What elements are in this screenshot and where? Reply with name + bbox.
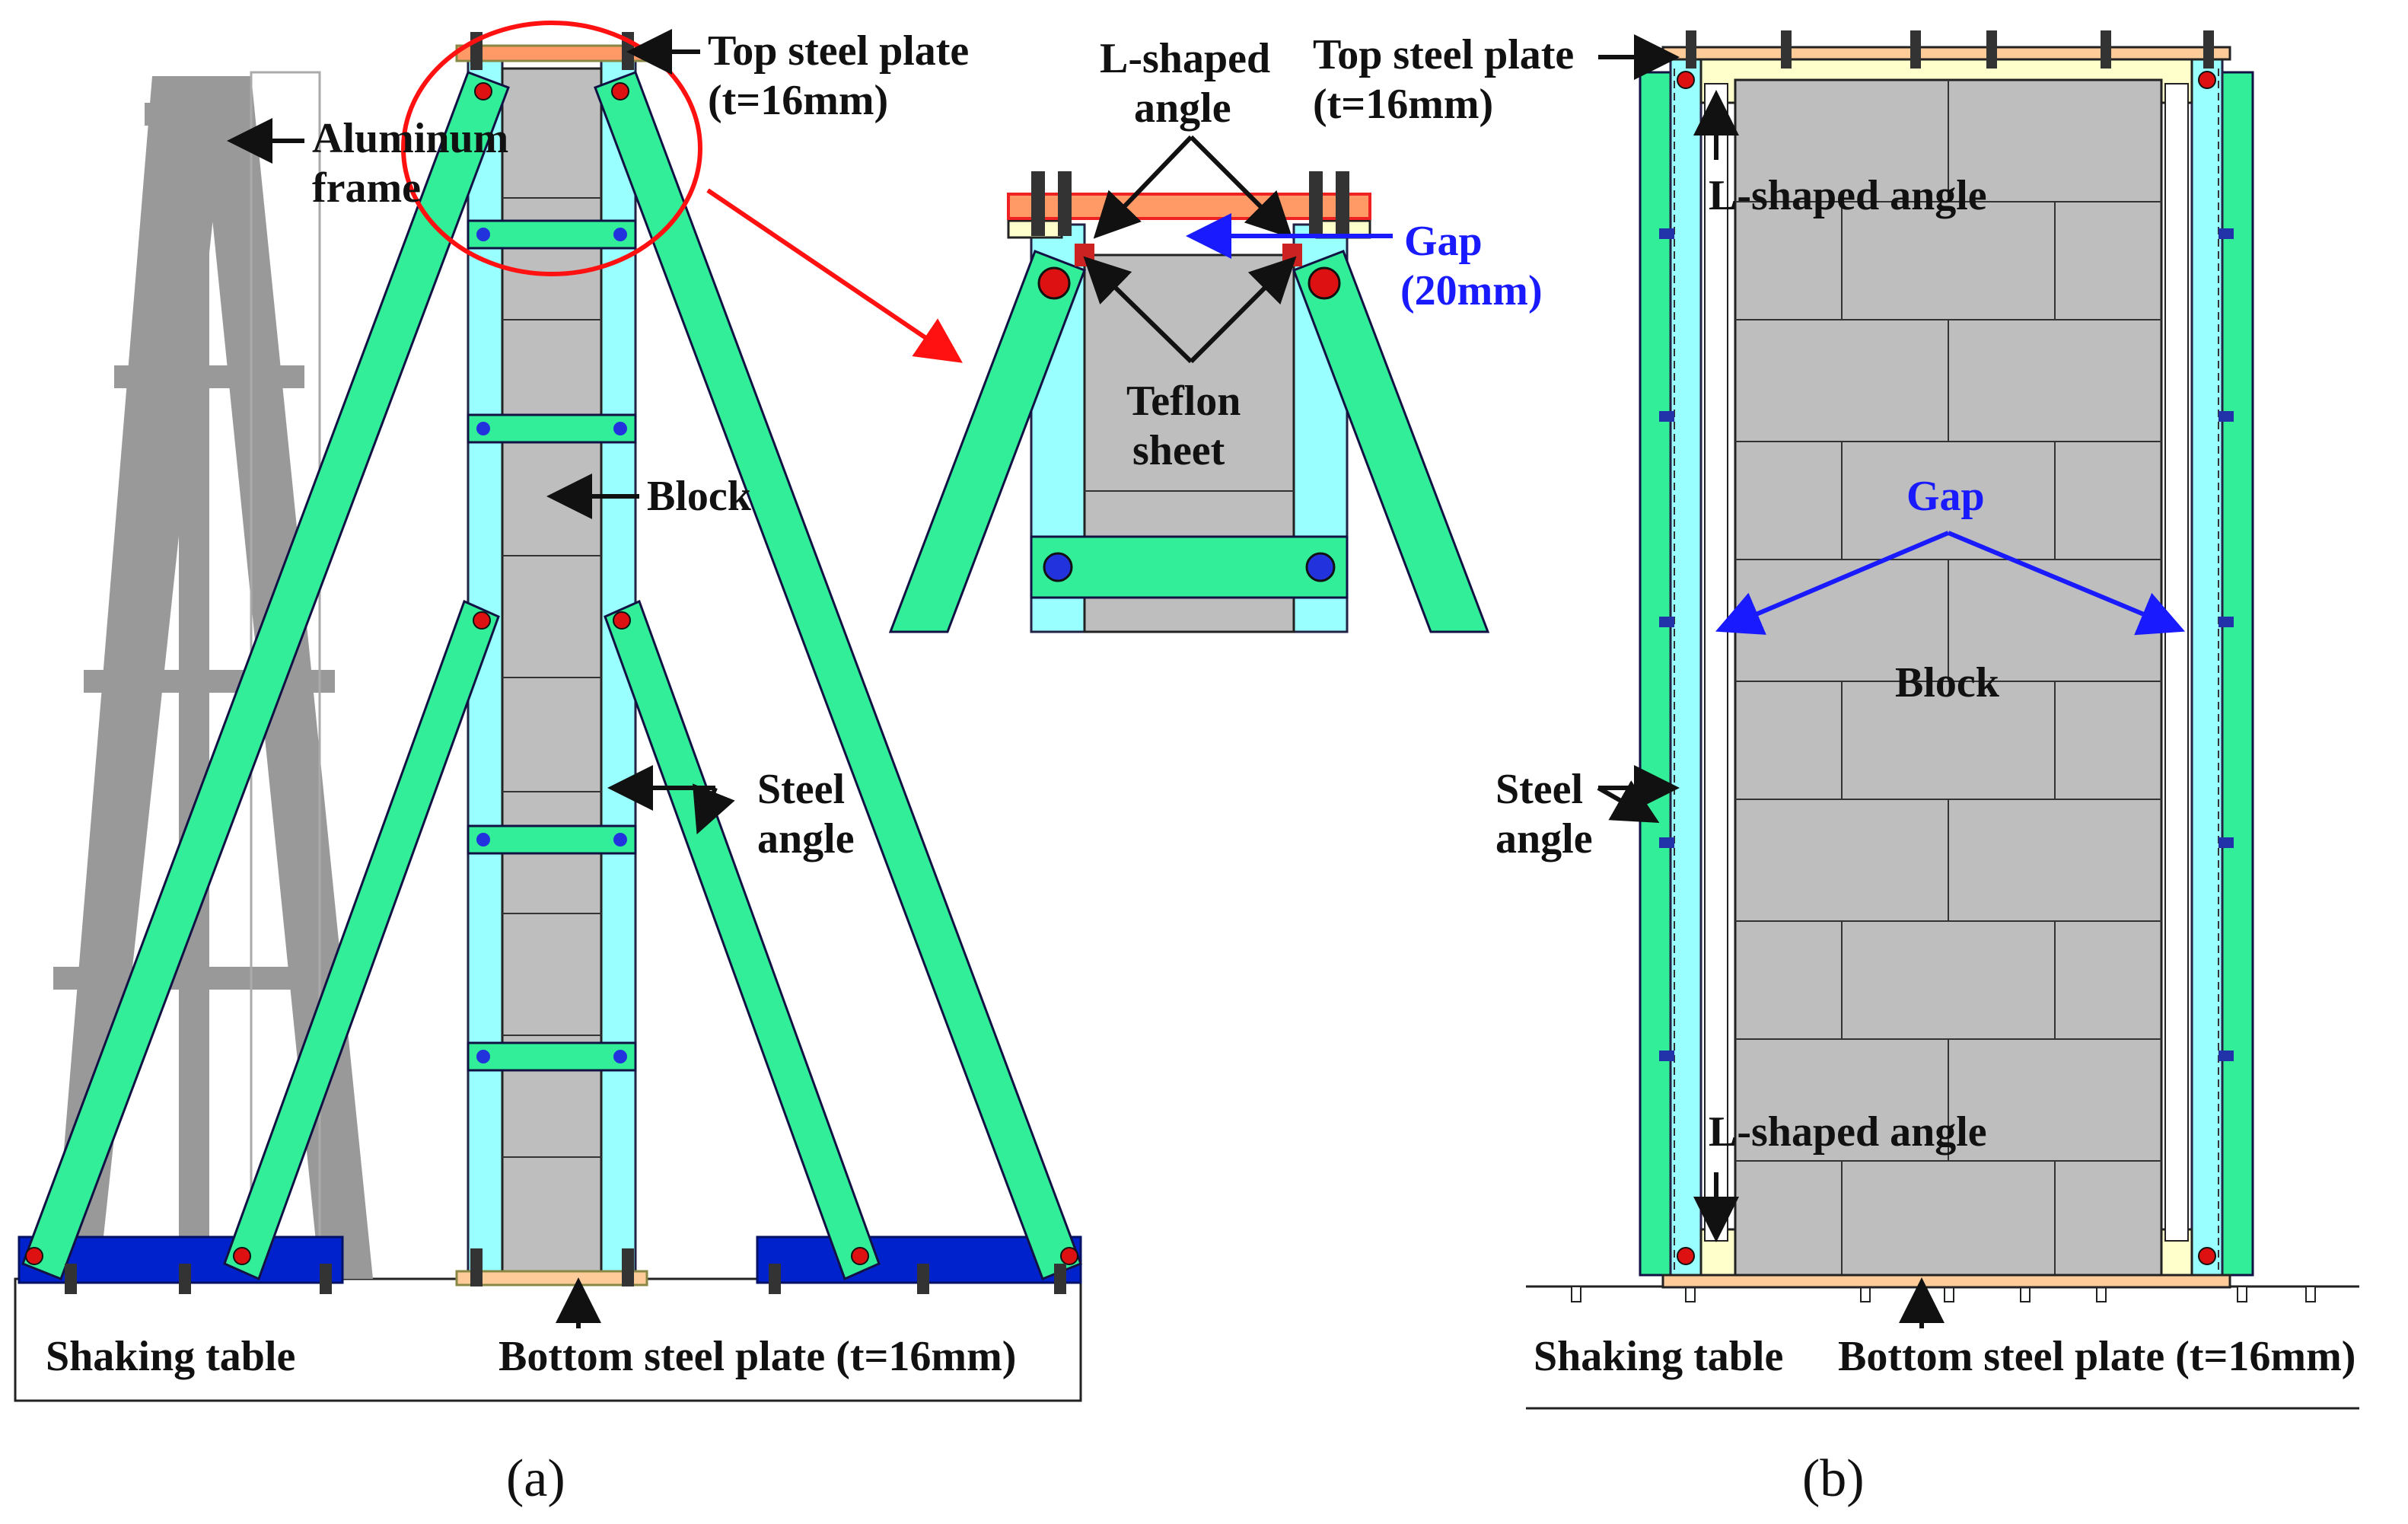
label-arrows-b xyxy=(1597,34,1945,1328)
b-l-angle-top-label: L-shaped angle xyxy=(1709,172,1987,219)
detail-diagonal-right xyxy=(1292,250,1490,633)
a-bottom-plate-label: Bottom steel plate (t=16mm) xyxy=(498,1333,1016,1380)
b-block-label: Block xyxy=(1895,659,2000,706)
block-column xyxy=(501,67,603,1280)
b-top-steel-plate xyxy=(1661,46,2231,61)
a-steel-angle-label-1: Steel xyxy=(757,766,845,813)
a-block-label: Block xyxy=(647,473,752,520)
b-gap-arrows xyxy=(1715,531,2186,636)
b-block-joints xyxy=(1735,80,2161,1283)
b-bottom-plate-label: Bottom steel plate (t=16mm) xyxy=(1838,1333,2355,1380)
top-steel-plate xyxy=(455,44,648,62)
b-corner-bolts xyxy=(1677,71,2216,1265)
a-top-plate-label-1: Top steel plate xyxy=(708,27,969,75)
caption-b: (b) xyxy=(1802,1449,1865,1508)
detail-l-angle-label-2: angle xyxy=(1134,84,1231,132)
b-top-plate-label-2: (t=16mm) xyxy=(1313,81,1493,128)
detail-teflon-label-1: Teflon xyxy=(1126,378,1241,425)
strap-bolts xyxy=(476,228,627,1063)
a-aluminum-label-1: Aluminum xyxy=(312,115,508,162)
detail-bolts xyxy=(1031,171,1349,266)
b-bottom-steel-plate xyxy=(1661,1274,2231,1289)
detail-l-angle-label-1: L-shaped xyxy=(1100,35,1270,82)
base-block-right xyxy=(756,1235,1082,1284)
a-aluminum-label-2: frame xyxy=(312,164,421,212)
panel-b: Top steel plate (t=16mm) L-shaped angle … xyxy=(1313,30,2359,1508)
zoom-arrow xyxy=(706,188,963,363)
detail-gap-label-1: Gap xyxy=(1404,218,1483,265)
b-plate-bolts xyxy=(1686,30,2214,69)
steel-angles-diagonal xyxy=(21,71,1082,1281)
diagonal-bolts xyxy=(25,82,1078,1265)
detail-strap xyxy=(1030,535,1349,599)
detail-teflon-label-2: sheet xyxy=(1132,427,1225,474)
shaking-table xyxy=(14,1277,1082,1402)
label-arrows-a xyxy=(227,29,735,1328)
bottom-steel-plate xyxy=(455,1270,648,1286)
b-shaking-table-label: Shaking table xyxy=(1534,1333,1783,1380)
a-steel-angle-label-2: angle xyxy=(757,815,855,862)
bottom-bolts xyxy=(65,1248,1066,1294)
a-top-plate-label-2: (t=16mm) xyxy=(708,77,888,124)
b-steel-angle-label-1: Steel xyxy=(1495,766,1583,813)
zoom-ellipse xyxy=(401,21,702,276)
b-top-plate-label-1: Top steel plate xyxy=(1313,31,1574,78)
a-shaking-table-label: Shaking table xyxy=(46,1333,295,1380)
caption-a: (a) xyxy=(506,1449,565,1508)
detail-gap-label-2: (20mm) xyxy=(1400,267,1543,314)
detail-diagonal-left xyxy=(888,250,1086,633)
b-l-angle-bottom-label: L-shaped angle xyxy=(1709,1108,1987,1156)
label-arrows-detail xyxy=(1083,135,1297,364)
b-steel-angle-right xyxy=(2221,71,2254,1277)
detail-inset: L-shaped angle Gap (20mm) Teflon sheet xyxy=(888,35,1543,633)
steel-straps xyxy=(467,219,637,1072)
b-gap-label: Gap xyxy=(1906,473,1985,520)
b-steel-angle-left xyxy=(1639,71,1672,1277)
panel-a: Top steel plate (t=16mm) Aluminum frame … xyxy=(14,21,1082,1508)
b-steel-angle-label-2: angle xyxy=(1495,815,1593,862)
b-table-anchors xyxy=(1571,1286,2316,1302)
b-side-bolts xyxy=(1659,228,2234,1061)
